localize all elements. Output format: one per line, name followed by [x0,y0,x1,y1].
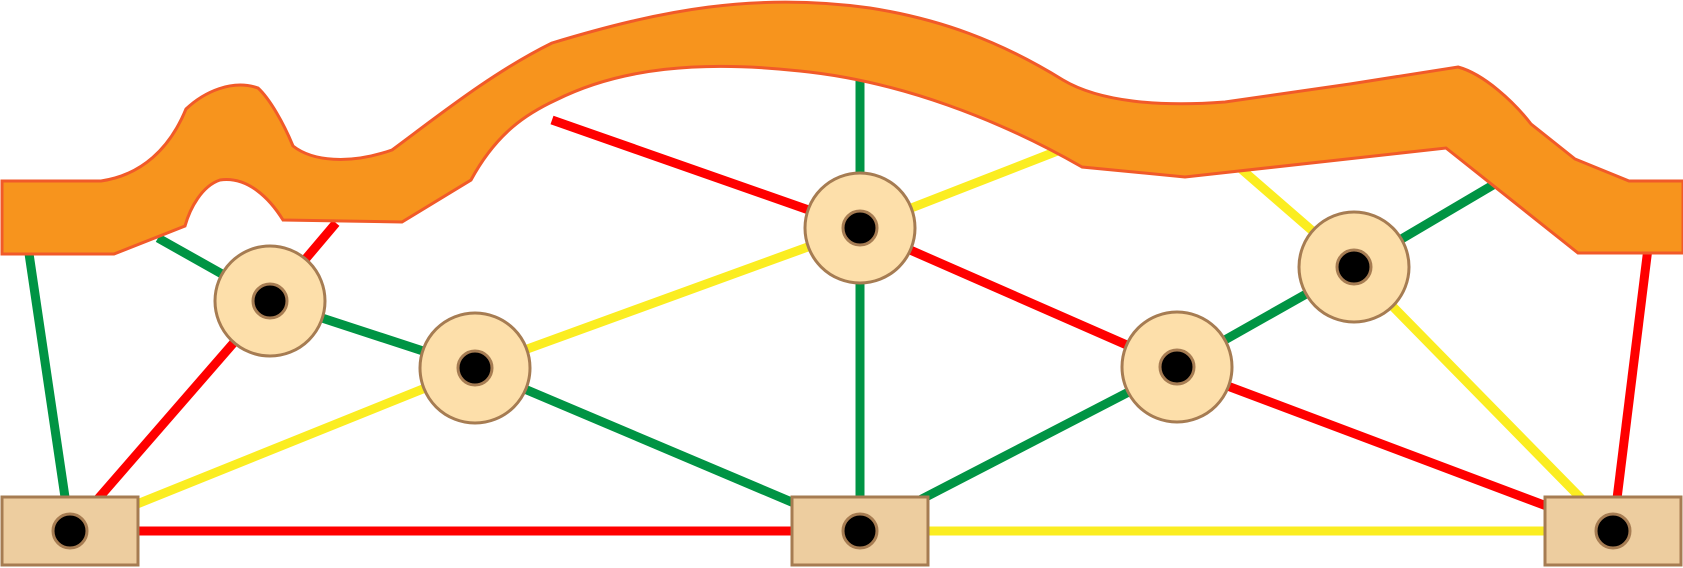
pin-joint-J4 [1120,310,1234,424]
pin-J3 [841,209,879,247]
pin-joint-J5 [1297,210,1411,324]
pin-J2 [456,349,494,387]
member-green-SL-DL [22,239,75,532]
pin-joint-J1 [213,244,327,358]
support-block-SR [1543,495,1683,567]
pin-J4 [1158,348,1196,386]
pin-joint-J3 [803,171,917,285]
joints [213,171,1411,425]
pin-SL [51,512,89,550]
pin-J5 [1335,248,1373,286]
support-block-SC [790,495,930,567]
pin-SR [1594,512,1632,550]
member-yellow-J2-J3 [473,223,862,373]
pin-joint-J2 [418,311,532,425]
pin-SC [841,512,879,550]
pin-J1 [251,282,289,320]
member-yellow-J5-SR [1350,263,1617,535]
member-red-J4-SR [1175,362,1615,536]
supports [0,495,1683,567]
member-red-J3-J4 [858,223,1179,372]
deck-beam [0,0,1683,256]
support-block-SL [0,495,140,567]
member-red-SR-DR [1608,239,1654,532]
